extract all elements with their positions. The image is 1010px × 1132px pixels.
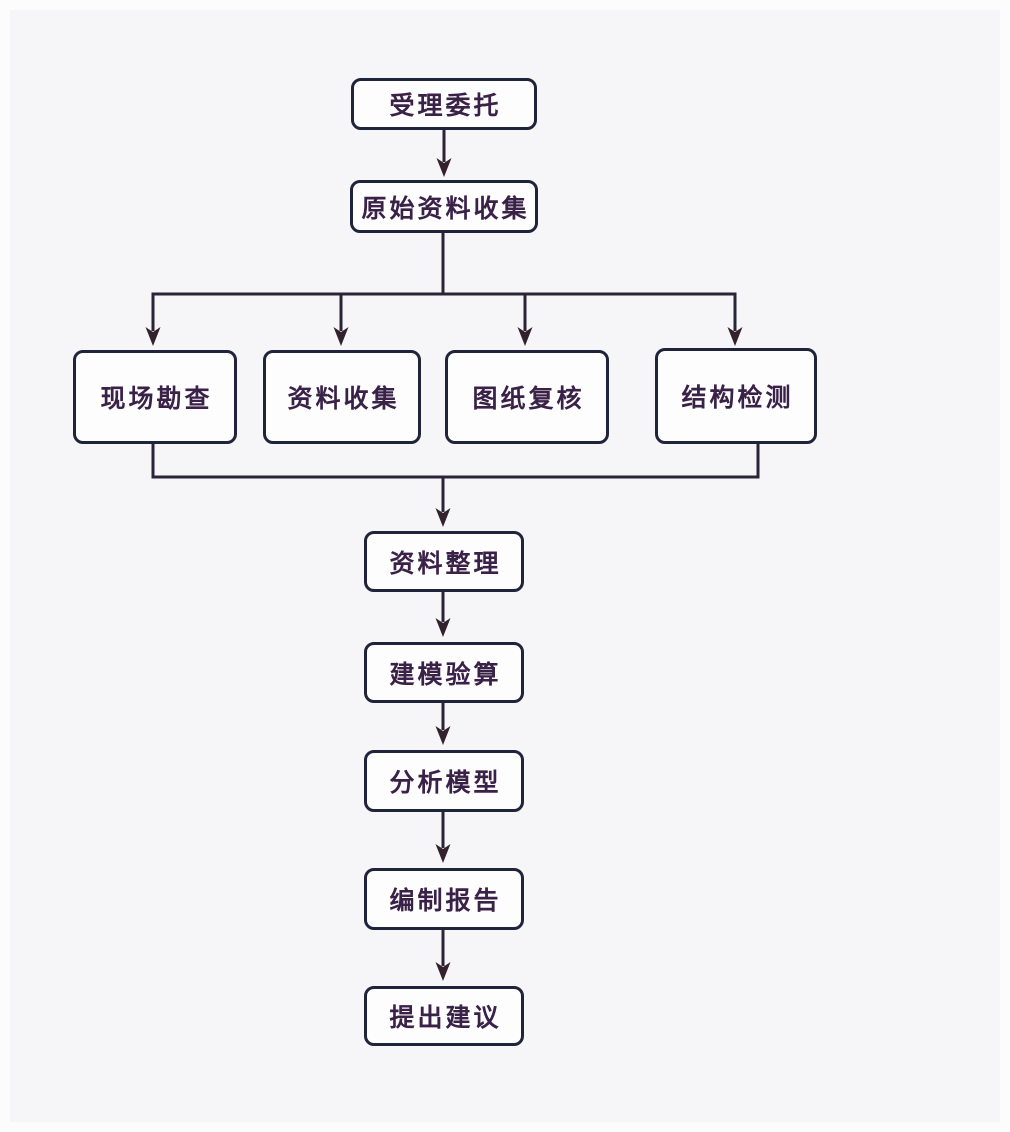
node-modeling-verification: 建模验算 <box>364 642 524 703</box>
connector-report-to-suggestions <box>435 930 451 981</box>
connector-original-to-branch-rail <box>151 233 737 296</box>
arrowhead-down-icon <box>727 327 743 346</box>
node-data-collection: 资料收集 <box>263 350 421 444</box>
connector-branch-to-site-survey <box>145 292 161 346</box>
connector-modeling-to-analysis <box>435 703 451 745</box>
node-label: 分析模型 <box>389 769 502 797</box>
node-original-data-collection: 原始资料收集 <box>350 180 538 233</box>
node-analysis-model: 分析模型 <box>364 750 524 812</box>
node-label: 建模验算 <box>389 660 502 689</box>
arrowhead-down-icon <box>435 962 451 981</box>
node-drawing-review: 图纸复核 <box>445 350 609 444</box>
arrowhead-down-icon <box>435 844 451 863</box>
node-label: 资料收集 <box>287 385 400 413</box>
node-label: 图纸复核 <box>472 385 585 413</box>
node-report-compilation: 编制报告 <box>364 868 524 930</box>
arrowhead-down-icon <box>333 327 349 346</box>
node-label: 编制报告 <box>389 887 502 915</box>
node-data-organization: 资料整理 <box>364 531 524 592</box>
node-label: 资料整理 <box>389 549 502 578</box>
node-label: 受理委托 <box>389 92 502 120</box>
connector-organization-to-modeling <box>435 592 451 637</box>
node-label: 结构检测 <box>681 384 794 412</box>
node-accept-commission: 受理委托 <box>351 78 537 130</box>
arrowhead-down-icon <box>435 726 451 745</box>
connector-analysis-to-report <box>435 812 451 863</box>
connector-accept-to-original <box>436 130 452 177</box>
arrowhead-down-icon <box>145 327 161 346</box>
node-propose-suggestions: 提出建议 <box>364 986 524 1046</box>
node-structure-inspection: 结构检测 <box>655 348 817 444</box>
arrowhead-down-icon <box>436 158 452 177</box>
connector-branch-to-data-collection <box>333 292 349 346</box>
node-label: 原始资料收集 <box>361 194 530 223</box>
node-label: 现场勘查 <box>100 385 213 413</box>
node-site-survey: 现场勘查 <box>73 350 237 444</box>
arrowhead-down-icon <box>517 327 533 346</box>
connector-merge-rail <box>151 443 760 527</box>
arrowhead-down-icon <box>435 618 451 637</box>
connector-branch-to-drawing-review <box>517 292 533 346</box>
node-label: 提出建议 <box>389 1004 502 1032</box>
connector-branch-to-structure-inspection <box>727 292 743 346</box>
arrowhead-down-icon <box>435 508 451 527</box>
